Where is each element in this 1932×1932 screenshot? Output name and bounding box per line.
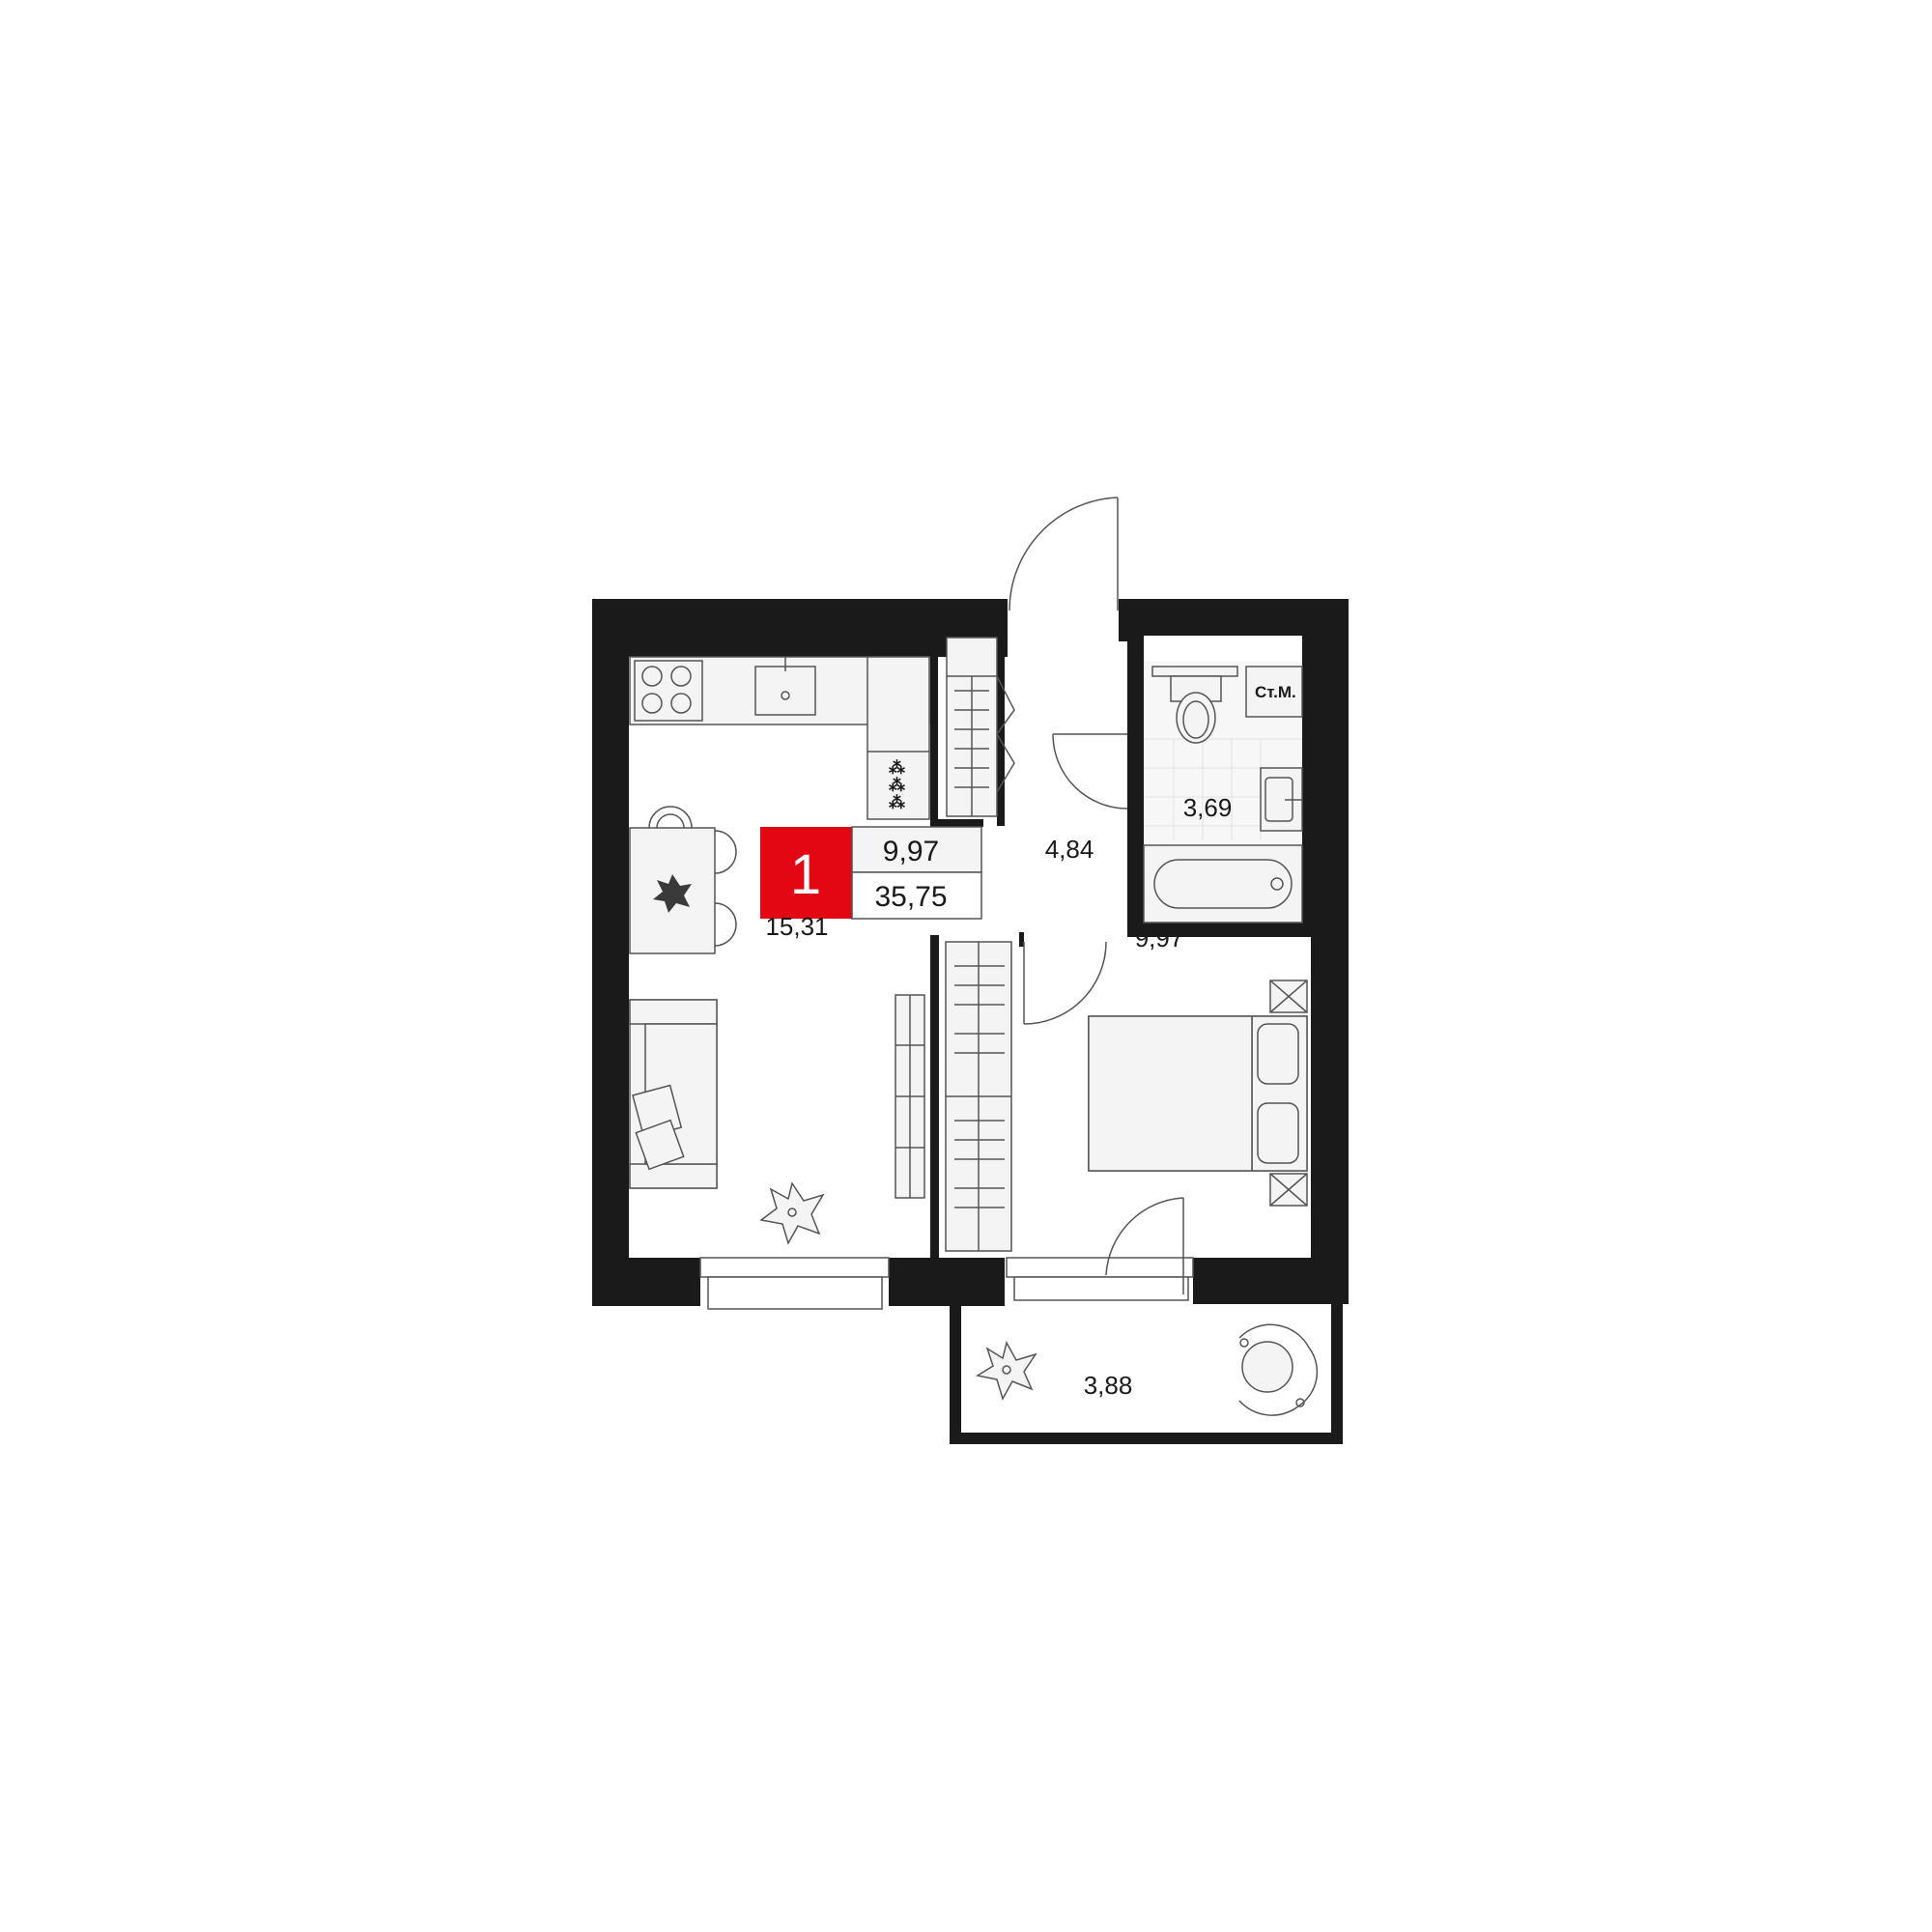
washing-machine-label: Ст.М.: [1255, 683, 1296, 701]
plant-icon: [976, 1340, 1037, 1401]
bathroom: Ст.М.: [1143, 662, 1303, 923]
rooms-count: 1: [790, 843, 821, 906]
bedroom-wardrobe: [945, 941, 1012, 1252]
bedroom-area: 9,97: [1135, 923, 1184, 952]
balcony-chair: [1238, 1323, 1319, 1416]
bathtub: [1143, 844, 1303, 923]
dining-table: [629, 806, 737, 954]
bathroom-door: [1052, 733, 1128, 810]
rooms-badge: [760, 827, 852, 919]
svg-text:⁂: ⁂: [888, 776, 906, 794]
plant-icon: [759, 1181, 825, 1245]
windows: [699, 1257, 1194, 1310]
balcony-furniture: [976, 1323, 1319, 1416]
kitchen-living-area: 15,31: [765, 912, 828, 941]
svg-text:⁂: ⁂: [888, 758, 906, 777]
entrance-door: [1009, 497, 1119, 611]
toilet: [1151, 666, 1238, 744]
bathroom-area: 3,69: [1183, 793, 1233, 822]
bedroom-door: [1023, 941, 1107, 1025]
living-area-value: 9,97: [883, 836, 939, 867]
hallway-area: 4,84: [1045, 835, 1094, 864]
apartment-summary: 1 9,97 35,75: [760, 826, 982, 920]
total-area-value: 35,75: [874, 881, 947, 913]
svg-text:⁂: ⁂: [888, 793, 906, 811]
sofa: [629, 999, 718, 1189]
washing-machine: Ст.М.: [1245, 666, 1303, 718]
bed: [1088, 980, 1308, 1207]
balcony-door: [1105, 1197, 1184, 1294]
balcony-area: 3,88: [1084, 1371, 1133, 1400]
tv-unit: [895, 994, 925, 1199]
sink: [1260, 767, 1303, 832]
hall-wardrobe: [946, 637, 1015, 817]
plant-icon: [653, 874, 692, 913]
kitchen-counter: ⁂ ⁂ ⁂: [629, 656, 930, 820]
